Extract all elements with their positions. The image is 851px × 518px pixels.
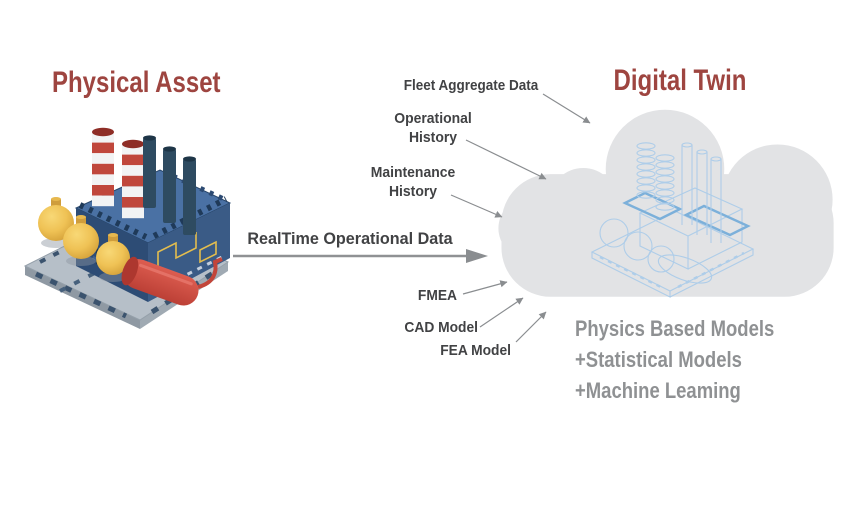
fea-model-arrow [515,311,547,343]
maintenance-history-label: Maintenance History [370,164,456,200]
fleet-aggregate-data-label: Fleet Aggregate Data [403,77,539,94]
spherical-tanks [38,197,130,282]
digital-twin-title: Digital Twin [613,64,747,97]
models-line-machine-learning: +Machine Leaming [575,378,741,403]
horizontal-tank [121,256,223,306]
realtime-data-arrow [233,249,488,263]
models-line-physics: Physics Based Models [575,316,775,341]
cad-model-label: CAD Model [404,319,478,336]
striped-chimneys [92,127,144,219]
fmea-label: FMEA [417,287,457,304]
models-line-statistical: +Statistical Models [575,347,742,372]
physical-asset-title: Physical Asset [52,66,221,99]
cloud-factory-wireframe-icon [498,109,834,298]
models-text-block: Physics Based Models +Statistical Models… [575,313,774,406]
factory-icon [23,127,232,329]
fea-model-label: FEA Model [440,342,511,359]
flow-arrows [450,93,591,343]
fmea-arrow [462,280,508,295]
maintenance-history-arrow [450,194,503,218]
fleet-data-arrow [542,93,591,124]
cad-model-arrow [479,297,524,328]
realtime-operational-data-label: RealTime Operational Data [247,229,453,248]
operational-history-label: Operational History [394,110,472,146]
smoke-stacks [143,135,196,235]
operational-history-arrow [465,139,547,180]
digital-twin-wireframe [590,142,755,298]
